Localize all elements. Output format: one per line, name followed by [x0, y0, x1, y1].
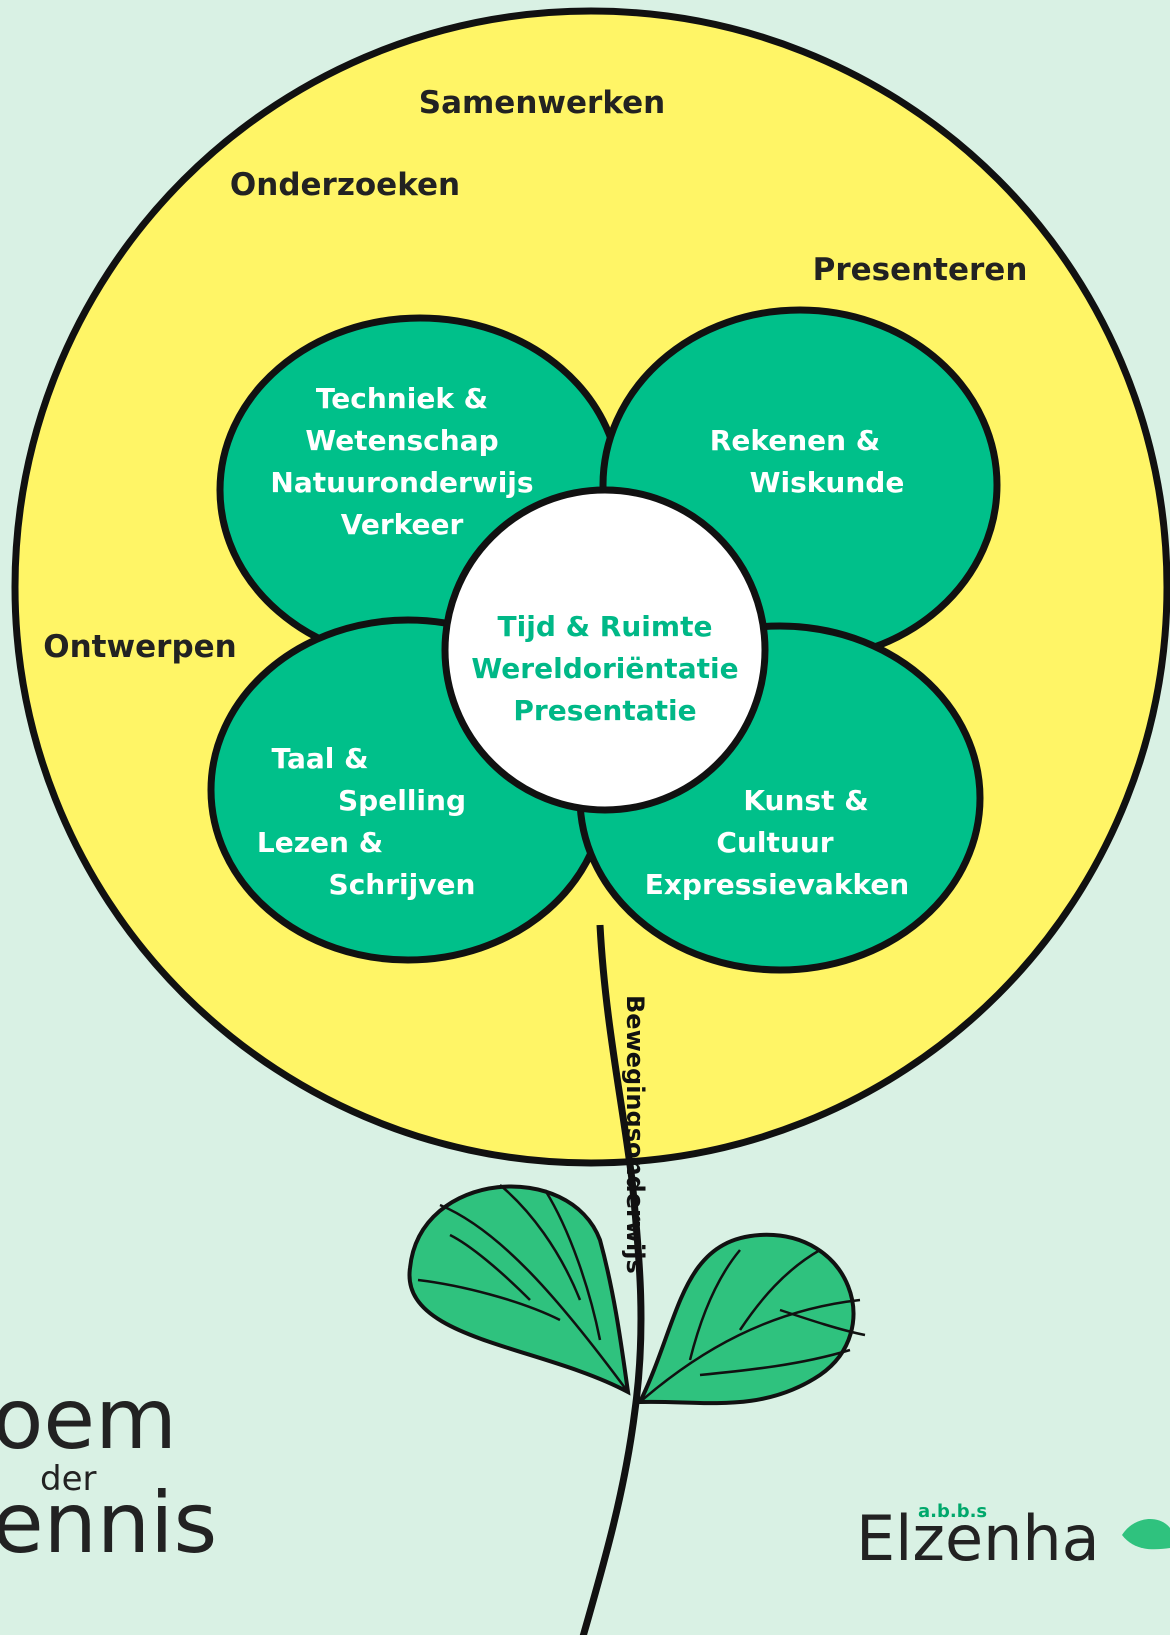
petal-line: Techniek & [316, 382, 488, 415]
petal-line: Wetenschap [305, 424, 498, 457]
stem-label: Bewegingsonderwijs [621, 995, 649, 1274]
petal-line: Spelling [338, 784, 466, 817]
skill-onderzoeken: Onderzoeken [230, 167, 460, 203]
left-leaf [407, 1184, 631, 1396]
logo-right-small: a.b.b.s [918, 1501, 987, 1522]
logo-elzenhage: a.b.b.s Elzenha [856, 1501, 1170, 1575]
petal-bottom-left-text: Taal & Spelling Lezen & Schrijven [257, 742, 476, 901]
leaf-logo-icon [1122, 1518, 1170, 1550]
petal-top-left-text: Techniek & Wetenschap Natuuronderwijs Ve… [270, 382, 533, 541]
right-leaf [636, 1232, 866, 1406]
center-line: Tijd & Ruimte [498, 610, 713, 643]
petal-line: Cultuur [716, 826, 833, 859]
flower-stem [579, 924, 645, 1635]
petal-line: Wiskunde [750, 466, 905, 499]
petal-line: Verkeer [341, 508, 464, 541]
logo-left-line3: ennis [0, 1474, 217, 1572]
center-text: Tijd & Ruimte Wereldoriëntatie Presentat… [471, 610, 738, 727]
logo-left-line1: oem [0, 1370, 177, 1468]
logo-right-main: Elzenha [856, 1502, 1100, 1575]
center-line: Presentatie [513, 694, 696, 727]
logo-left-line2: der [40, 1459, 97, 1499]
petal-line: Schrijven [329, 868, 476, 901]
skill-ontwerpen: Ontwerpen [43, 629, 236, 665]
center-line: Wereldoriëntatie [471, 652, 738, 685]
center-circle [441, 486, 769, 814]
petal-line: Taal & [271, 742, 368, 775]
petal-line: Rekenen & [710, 424, 880, 457]
skill-presenteren: Presenteren [813, 252, 1028, 288]
petal-line: Natuuronderwijs [270, 466, 533, 499]
petal-line: Kunst & [743, 784, 868, 817]
petal-bottom-right-text: Kunst & Cultuur Expressievakken [645, 784, 910, 901]
petal-top-right-text: Rekenen & Wiskunde [710, 424, 905, 499]
logo-boom-der-kennis: oem der ennis [0, 1370, 217, 1572]
petal-line: Expressievakken [645, 868, 910, 901]
skill-samenwerken: Samenwerken [419, 85, 665, 121]
petal-line: Lezen & [257, 826, 383, 859]
